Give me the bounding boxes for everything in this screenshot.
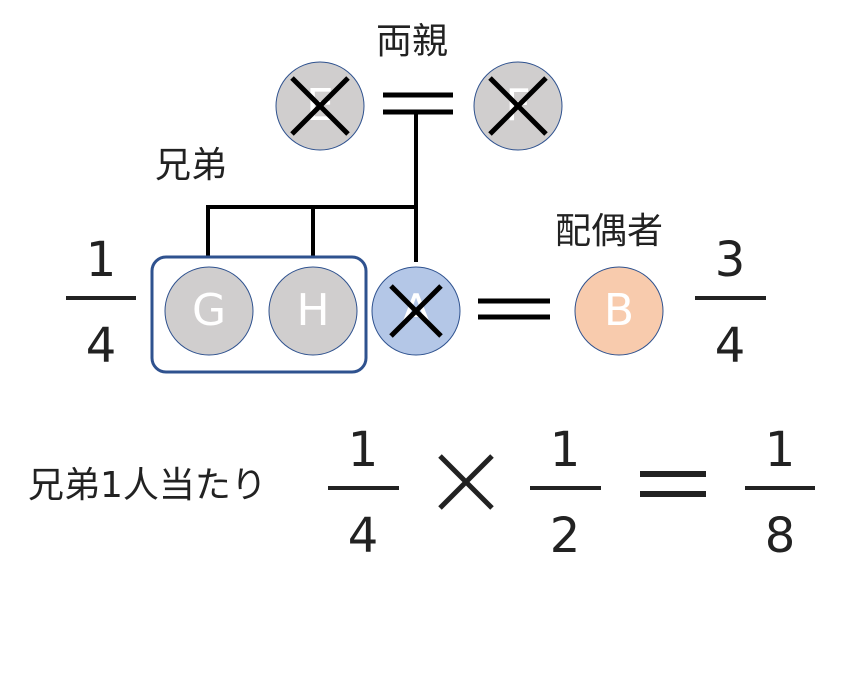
person-g-circle bbox=[164, 266, 254, 356]
parents-label: 両親 bbox=[376, 21, 449, 62]
equation-result-denominator: 8 bbox=[764, 508, 796, 564]
equation-a-denominator: 4 bbox=[347, 508, 379, 564]
person-b-letter: B bbox=[603, 285, 635, 336]
equation-b-numerator: 1 bbox=[549, 422, 581, 478]
equation-result-numerator: 1 bbox=[764, 422, 796, 478]
spouse-label: 配偶者 bbox=[555, 211, 664, 252]
person-h-circle bbox=[268, 266, 358, 356]
person-g-letter: G bbox=[191, 285, 227, 336]
multiply-icon-stroke-2 bbox=[438, 454, 494, 510]
spouse-share-numerator: 3 bbox=[714, 232, 746, 288]
siblings-share-denominator: 4 bbox=[85, 318, 117, 374]
cross-icon-f-2 bbox=[488, 76, 548, 136]
equation-a-numerator: 1 bbox=[347, 422, 379, 478]
per-sibling-label: 兄弟1人当たり bbox=[28, 465, 267, 506]
person-h-letter: H bbox=[296, 285, 330, 336]
cross-icon-a-2 bbox=[389, 284, 443, 338]
spouse-share-denominator: 4 bbox=[714, 318, 746, 374]
cross-icon-e-2 bbox=[290, 76, 350, 136]
siblings-share-numerator: 1 bbox=[85, 232, 117, 288]
equation-b-denominator: 2 bbox=[549, 508, 581, 564]
person-b-circle bbox=[574, 266, 664, 356]
siblings-label: 兄弟 bbox=[155, 145, 228, 186]
siblings-group-box bbox=[150, 255, 368, 374]
